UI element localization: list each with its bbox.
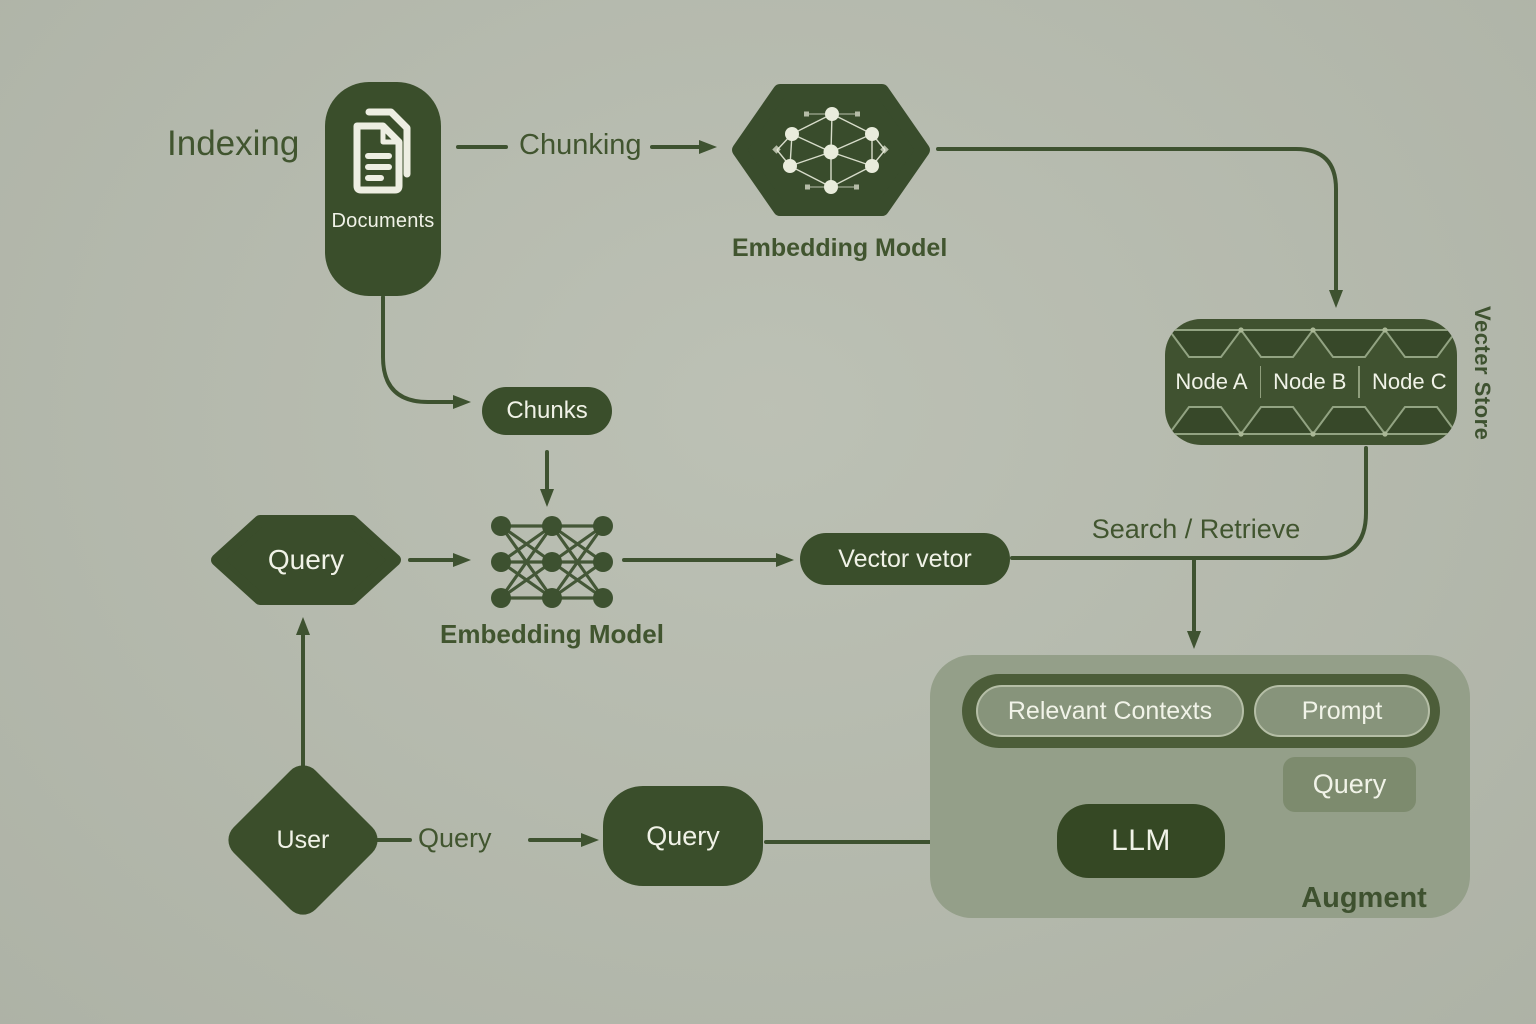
documents-icon [353, 108, 411, 194]
query-pill-node: Query [603, 786, 763, 886]
hexagon-shape [211, 515, 401, 605]
documents-node: Documents [325, 82, 441, 296]
augment-query-label: Query [1312, 769, 1387, 799]
vector-vetor-label: Vector vetor [838, 544, 972, 573]
user-label: User [276, 825, 330, 854]
mlp-network-icon [491, 516, 613, 608]
vector-store-shape [1165, 319, 1457, 445]
arrow-embedding-to-vector-store [936, 147, 1343, 308]
chunking-label: Chunking [519, 129, 642, 161]
documents-node-label: Documents [331, 210, 435, 232]
indexing-label: Indexing [167, 124, 300, 163]
vector-store-side-label: Vecter Store [1470, 306, 1495, 441]
embedding-model-top-label: Embedding Model [732, 234, 948, 262]
prompt-label: Prompt [1301, 696, 1383, 725]
augment-query-node: Query [1283, 757, 1416, 812]
store-node-a: Node A [1175, 369, 1248, 394]
search-retrieve-label: Search / Retrieve [1091, 514, 1301, 544]
user-query-label: Query [418, 823, 492, 853]
arrow-documents-to-chunks [381, 295, 471, 409]
line-store-to-vector-pill [1010, 446, 1368, 560]
query-hex-label: Query [267, 544, 345, 575]
query-hex-node: Query [210, 514, 402, 606]
chunks-node: Chunks [482, 387, 612, 435]
hexagon-shape [732, 84, 930, 216]
llm-node: LLM [1057, 804, 1225, 878]
store-node-b: Node B [1273, 369, 1347, 394]
store-separator [1259, 366, 1262, 398]
chunks-label: Chunks [506, 397, 588, 424]
query-pill-label: Query [646, 820, 720, 851]
prompt-node: Prompt [1254, 685, 1430, 737]
vector-vetor-node: Vector vetor [800, 533, 1010, 585]
embedding-model-bottom-label: Embedding Model [440, 619, 664, 649]
store-separator [1358, 366, 1360, 398]
store-node-c: Node C [1371, 369, 1447, 394]
llm-label: LLM [1111, 824, 1171, 857]
augment-label: Augment [1301, 882, 1427, 914]
vector-store-node: Node A Node B Node C [1165, 319, 1457, 445]
embedding-model-node [731, 82, 931, 218]
relevant-contexts-label: Relevant Contexts [1007, 696, 1213, 725]
relevant-contexts-node: Relevant Contexts [976, 685, 1244, 737]
